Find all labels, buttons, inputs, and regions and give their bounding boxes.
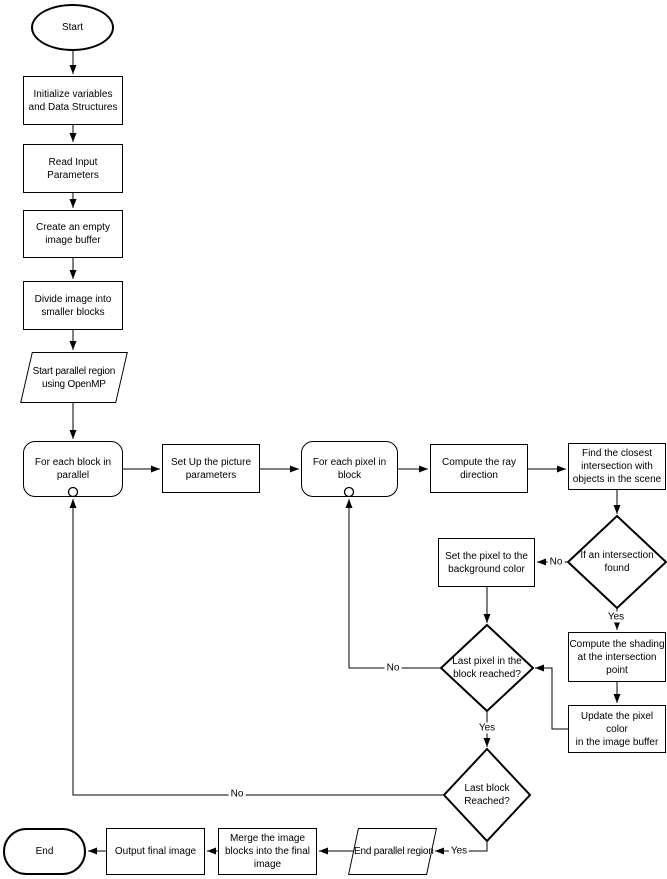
node-compute-ray: Compute the ray direction <box>430 444 528 493</box>
node-for-each-pixel-label: For each pixel in block <box>312 457 387 481</box>
node-divide-image: Divide image into smaller blocks <box>23 281 123 330</box>
node-find-intersection: Find the closest intersection with objec… <box>568 443 666 490</box>
node-end-terminator: End <box>3 828 86 875</box>
node-output-image: Output final image <box>106 828 205 875</box>
node-compute-shading-label: Compute the shading at the intersection … <box>569 638 665 676</box>
node-read-input-label: Read Input Parameters <box>47 156 99 181</box>
node-for-each-block: For each block in parallel <box>23 441 123 497</box>
node-merge-blocks: Merge the image blocks into the final im… <box>218 828 317 875</box>
node-for-each-pixel: For each pixel in block <box>301 441 398 497</box>
node-start-terminator: Start <box>31 4 114 51</box>
node-setup-picture: Set Up the picture parameters <box>162 444 260 493</box>
node-set-background: Set the pixel to the background color <box>438 538 535 587</box>
node-setup-picture-label: Set Up the picture parameters <box>170 456 252 481</box>
node-start-label: Start <box>61 22 84 33</box>
node-start-parallel-region: Start parallel region using OpenMP <box>20 352 128 403</box>
node-create-buffer-label: Create an empty image buffer <box>36 222 110 246</box>
decision-last-block-label: Last block Reached? <box>464 783 510 807</box>
node-start-parallel-region-label: Start parallel region using OpenMP <box>32 365 116 390</box>
node-for-each-block-label: For each block in parallel <box>34 457 112 481</box>
node-initialize-variables: Initialize variables and Data Structures <box>23 76 123 125</box>
node-find-intersection-label: Find the closest intersection with objec… <box>572 448 662 485</box>
node-end-parallel-region-label: End parallel region <box>354 846 434 857</box>
decision-intersection-found-label: If an intersection found <box>580 550 654 574</box>
node-update-pixel: Update the pixel color in the image buff… <box>568 705 666 753</box>
node-divide-image-label: Divide image into smaller blocks <box>34 293 112 318</box>
node-update-pixel-label: Update the pixel color in the image buff… <box>575 710 659 748</box>
node-set-background-label: Set the pixel to the background color <box>445 550 528 575</box>
decision-last-pixel-label: Last pixel in the block reached? <box>452 656 522 680</box>
node-output-image-label: Output final image <box>114 846 197 857</box>
node-end-parallel-region: End parallel region <box>348 828 437 875</box>
node-end-label: End <box>35 846 54 857</box>
node-merge-blocks-label: Merge the image blocks into the final im… <box>224 833 311 870</box>
node-compute-shading: Compute the shading at the intersection … <box>568 632 666 682</box>
node-create-buffer: Create an empty image buffer <box>23 210 123 258</box>
node-compute-ray-label: Compute the ray direction <box>442 456 516 481</box>
node-initialize-variables-label: Initialize variables and Data Structures <box>28 88 118 113</box>
node-read-input: Read Input Parameters <box>23 144 123 193</box>
